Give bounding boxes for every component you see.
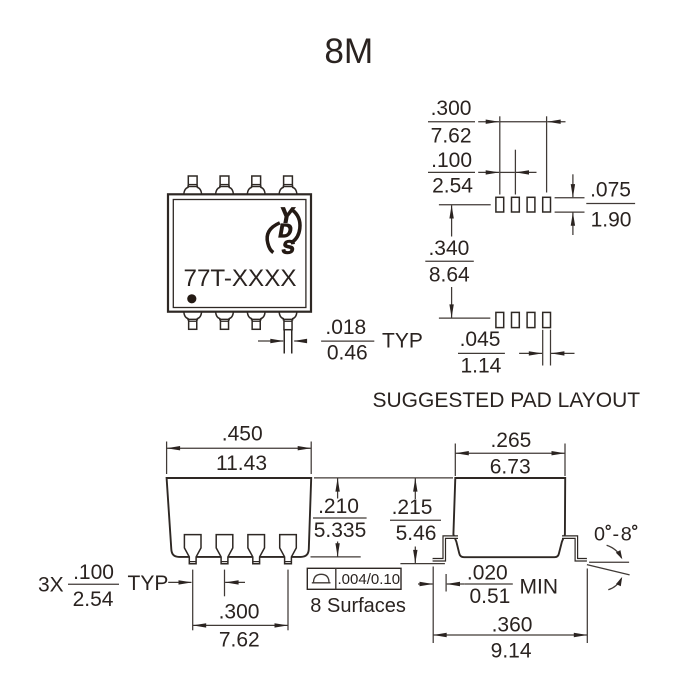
svg-text:7.62: 7.62 [431,124,472,147]
svg-text:.020: .020 [467,562,508,585]
svg-text:MIN: MIN [520,576,559,599]
svg-text:2.54: 2.54 [432,174,473,197]
svg-text:5.46: 5.46 [396,522,437,545]
svg-text:1.90: 1.90 [591,209,632,232]
svg-text:7.62: 7.62 [219,628,260,651]
svg-text:TYP: TYP [128,572,169,595]
svg-text:11.43: 11.43 [216,452,267,475]
svg-text:.075: .075 [590,179,631,202]
svg-text:77T-XXXX: 77T-XXXX [184,265,297,292]
svg-text:8M: 8M [324,32,373,71]
svg-text:.100: .100 [73,561,114,584]
svg-text:3X: 3X [38,574,64,597]
svg-text:.045: .045 [460,328,501,351]
svg-text:Y: Y [278,203,297,228]
svg-text:8 Surfaces: 8 Surfaces [310,595,406,617]
svg-text:.215: .215 [392,496,433,519]
svg-text:S: S [280,238,297,259]
svg-text:.360: .360 [492,614,533,637]
svg-text:6.73: 6.73 [490,455,531,478]
svg-text:.100: .100 [431,149,472,172]
svg-text:2.54: 2.54 [73,588,114,611]
svg-text:.450: .450 [222,423,263,446]
svg-text:.210: .210 [318,495,359,518]
svg-text:SUGGESTED PAD LAYOUT: SUGGESTED PAD LAYOUT [373,389,641,412]
svg-text:.300: .300 [431,97,472,120]
svg-text:0: 0 [594,524,605,546]
svg-text:0.51: 0.51 [469,585,510,608]
svg-text:.004/0.10: .004/0.10 [338,571,401,588]
svg-text:0.46: 0.46 [327,342,368,365]
svg-text:8.64: 8.64 [429,264,470,287]
svg-text:-: - [613,524,620,546]
svg-text:D: D [277,221,295,242]
svg-text:.340: .340 [428,237,469,260]
svg-text:5.335: 5.335 [314,519,367,542]
svg-text:1.14: 1.14 [460,354,501,377]
svg-text:TYP: TYP [382,330,423,353]
svg-text:.265: .265 [490,429,531,452]
svg-text:8: 8 [621,524,632,546]
svg-text:.018: .018 [325,316,366,339]
svg-text:.300: .300 [219,600,260,623]
svg-text:9.14: 9.14 [491,640,532,663]
